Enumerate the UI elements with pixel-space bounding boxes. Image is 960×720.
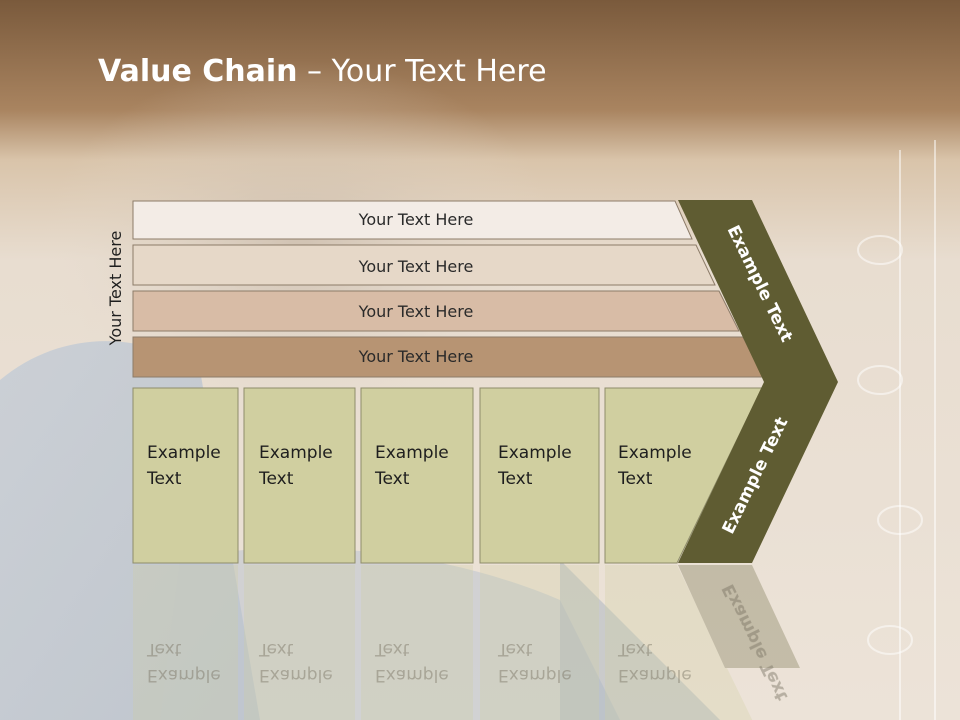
support-row-2[interactable]: Your Text Here [132,244,716,286]
reflection-label-1: Example [147,665,221,685]
primary-box-4-shape [479,387,600,564]
support-row-2-label: Your Text Here [358,257,474,276]
primary-box-3-shape [360,387,474,564]
primary-box-3-line2: Text [374,469,410,489]
reflection-label-4b: Text [497,639,533,659]
slide-title-bold: Value Chain [98,54,298,89]
primary-box-1-line1: Example [147,443,221,463]
primary-box-4-line1: Example [498,443,572,463]
margin-chevron[interactable]: Example Text Example Text [678,200,838,563]
reflection-label-3b: Text [374,639,410,659]
primary-box-5-line2: Text [617,469,653,489]
margin-chevron-shape [678,200,838,563]
reflection-label-3: Example [375,665,449,685]
support-row-1[interactable]: Your Text Here [132,200,693,240]
primary-box-5-line1: Example [618,443,692,463]
slide-title-rest: – Your Text Here [297,54,547,89]
primary-box-3-line1: Example [375,443,449,463]
diagram-reflection [133,565,800,720]
primary-box-2-line2: Text [258,469,294,489]
primary-box-4-line2: Text [497,469,533,489]
reflection-label-4: Example [498,665,572,685]
primary-box-2-line1: Example [259,443,333,463]
support-row-4[interactable]: Your Text Here [132,336,764,378]
primary-box-2-shape [243,387,356,564]
support-row-2-shape [132,244,716,286]
support-row-4-label: Your Text Here [358,347,474,366]
reflection-label-2b: Text [258,639,294,659]
primary-box-1-line2: Text [146,469,182,489]
primary-box-5-shape [604,387,763,564]
reflection-label-2: Example [259,665,333,685]
support-row-3-shape [132,290,740,332]
support-row-3-label: Your Text Here [358,302,474,321]
slide-title: Value Chain – Your Text Here [98,54,547,89]
reflection-label-5: Example [618,665,692,685]
support-row-1-label: Your Text Here [358,210,474,229]
support-row-3[interactable]: Your Text Here [132,290,740,332]
primary-box-1-shape [132,387,239,564]
reflection-label-5b: Text [617,639,653,659]
support-row-1-shape [132,200,693,240]
reflection-label-1b: Text [146,639,182,659]
